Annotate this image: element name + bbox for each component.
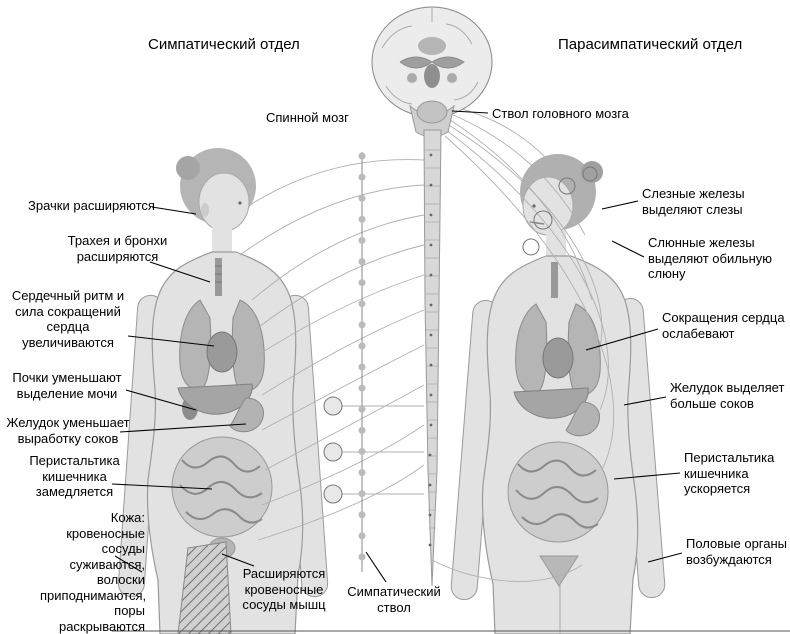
left-thigh-muscle (177, 541, 232, 634)
right-pelvis (539, 555, 579, 587)
brain-illustration (371, 6, 493, 138)
label-tear-glands: Слезные железы выделяют слезы (642, 186, 745, 217)
label-muscle-vessels-dilate: Расширяются кровеносные сосуды мышц (242, 566, 326, 612)
label-spinal-cord: Спинной мозг (266, 110, 349, 125)
label-genitals-aroused: Половые органы возбуждаются (686, 536, 788, 567)
label-stomach-more-juices: Желудок выделяет больше соков (670, 380, 785, 411)
left-liver (177, 383, 253, 415)
label-pupils-dilate: Зрачки расширяются (28, 198, 155, 213)
left-trachea (215, 258, 222, 296)
ganglion-circle (558, 177, 576, 195)
ganglion-circle (323, 484, 343, 504)
leader-lines (111, 110, 790, 632)
ganglion-circle (582, 166, 598, 182)
label-kidneys-reduce-urine: Почки уменьшают выделение мочи (12, 370, 122, 401)
right-figure-illustration (450, 154, 666, 634)
right-trachea (551, 262, 558, 298)
label-peristalsis-slows: Перистальтика кишечника замедляется (29, 453, 120, 499)
left-figure-illustration (117, 148, 329, 634)
label-parasympathetic-division: Парасимпатический отдел (558, 36, 743, 53)
right-liver (513, 387, 589, 419)
spinal-cord-illustration (423, 129, 442, 587)
label-heart-contractions-weaken: Сокращения сердца ослабевают (662, 310, 785, 341)
left-heart (206, 331, 238, 373)
label-stomach-reduces-juices: Желудок уменьшает выработку соков (6, 415, 130, 446)
ganglion-circle (522, 238, 540, 256)
left-stomach (229, 397, 264, 433)
right-heart (542, 337, 574, 379)
label-sympathetic-trunk: Симпатический ствол (347, 584, 441, 615)
label-trachea-bronchi-dilate: Трахея и бронхи расширяются (67, 233, 168, 264)
ganglion-circle (323, 442, 343, 462)
label-salivary-glands: Слюнные железы выделяют обильную слюну (648, 235, 773, 281)
right-stomach (565, 401, 600, 437)
label-peristalsis-speeds-up: Перистальтика кишечника ускоряется (684, 450, 775, 496)
label-skin-vessels: Кожа: кровеносные сосуды суживаются, вол… (40, 510, 147, 634)
label-brainstem: Ствол головного мозга (492, 106, 629, 121)
nerve-pathways (239, 104, 615, 582)
ganglion-circle (533, 210, 553, 230)
sympathetic-trunk-illustration (323, 152, 598, 572)
ganglion-circle (323, 396, 343, 416)
right-intestines (507, 441, 609, 543)
label-sympathetic-division: Симпатический отдел (148, 36, 300, 53)
label-heart-rate-increases: Сердечный ритм и сила сокращений сердца … (11, 288, 125, 350)
